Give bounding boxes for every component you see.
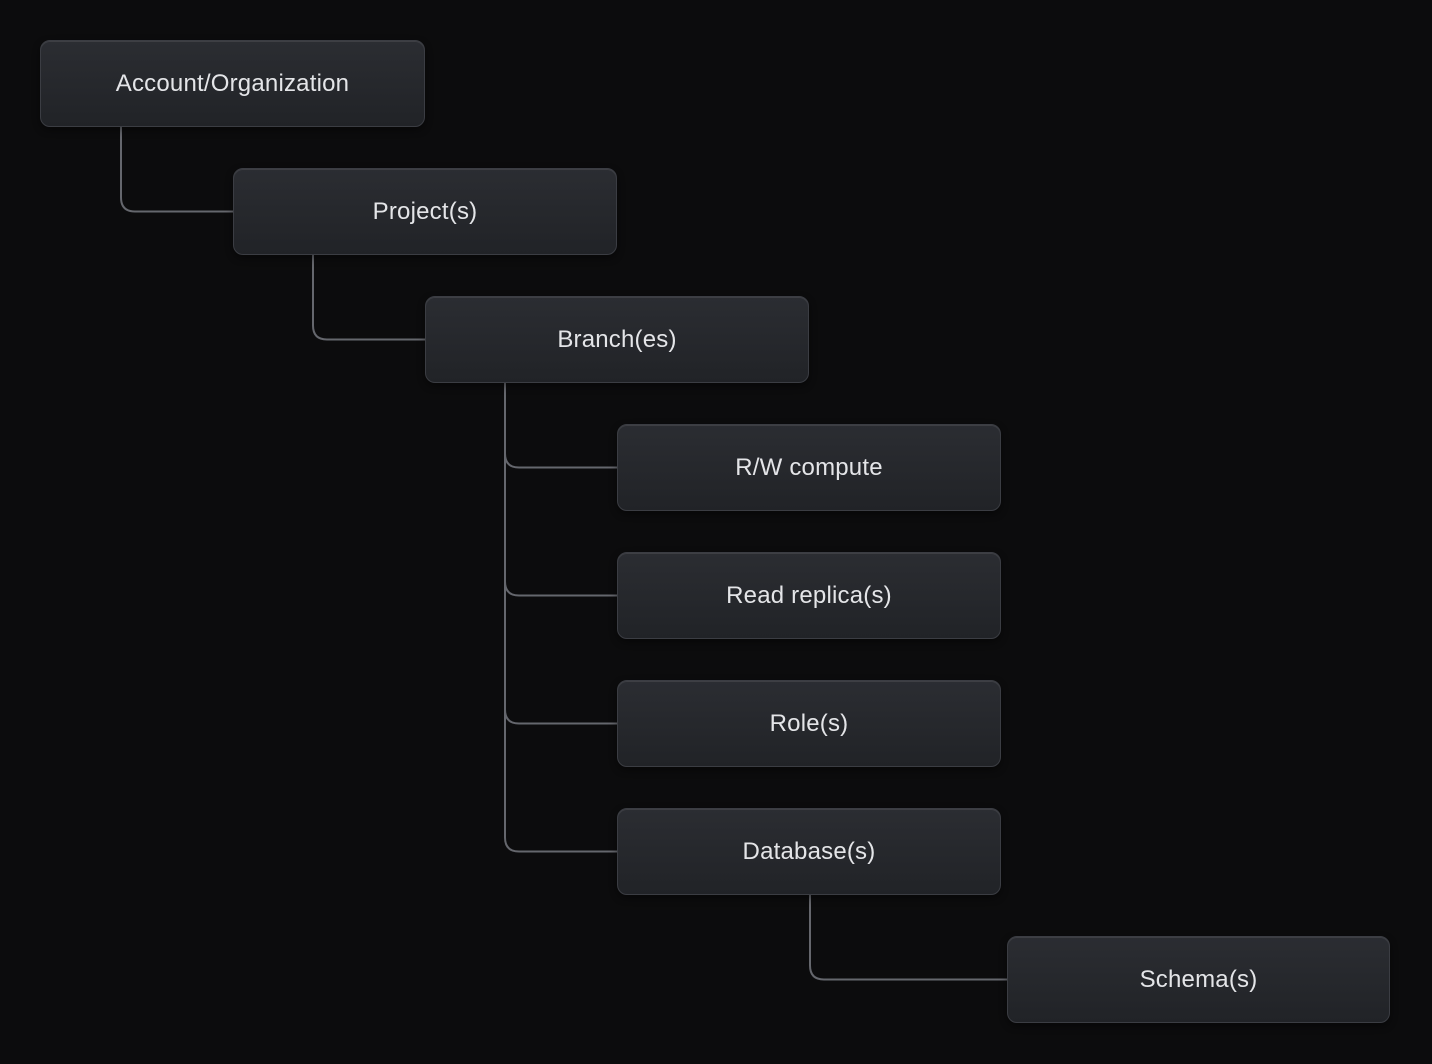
node-label-projects: Project(s) [372,197,478,225]
node-label-branches: Branch(es) [557,325,677,353]
node-branches: Branch(es) [425,296,809,383]
node-projects: Project(s) [233,168,617,255]
connector-account-organization-to-projects [120,127,233,213]
node-databases: Database(s) [617,808,1001,895]
node-label-roles: Role(s) [769,709,849,737]
connector-branches-to-roles [504,383,617,725]
connector-branches-to-rw-compute [504,383,617,469]
node-label-read-replicas: Read replica(s) [726,581,892,609]
node-read-replicas: Read replica(s) [617,552,1001,639]
node-account-organization: Account/Organization [40,40,425,127]
node-label-databases: Database(s) [742,837,876,865]
connector-projects-to-branches [312,255,425,341]
connector-branches-to-databases [504,383,617,853]
node-schemas: Schema(s) [1007,936,1390,1023]
node-rw-compute: R/W compute [617,424,1001,511]
node-label-rw-compute: R/W compute [735,453,883,481]
node-label-schemas: Schema(s) [1139,965,1258,993]
node-label-account-organization: Account/Organization [115,69,350,97]
connector-databases-to-schemas [809,895,1007,981]
node-roles: Role(s) [617,680,1001,767]
connector-branches-to-read-replicas [504,383,617,597]
